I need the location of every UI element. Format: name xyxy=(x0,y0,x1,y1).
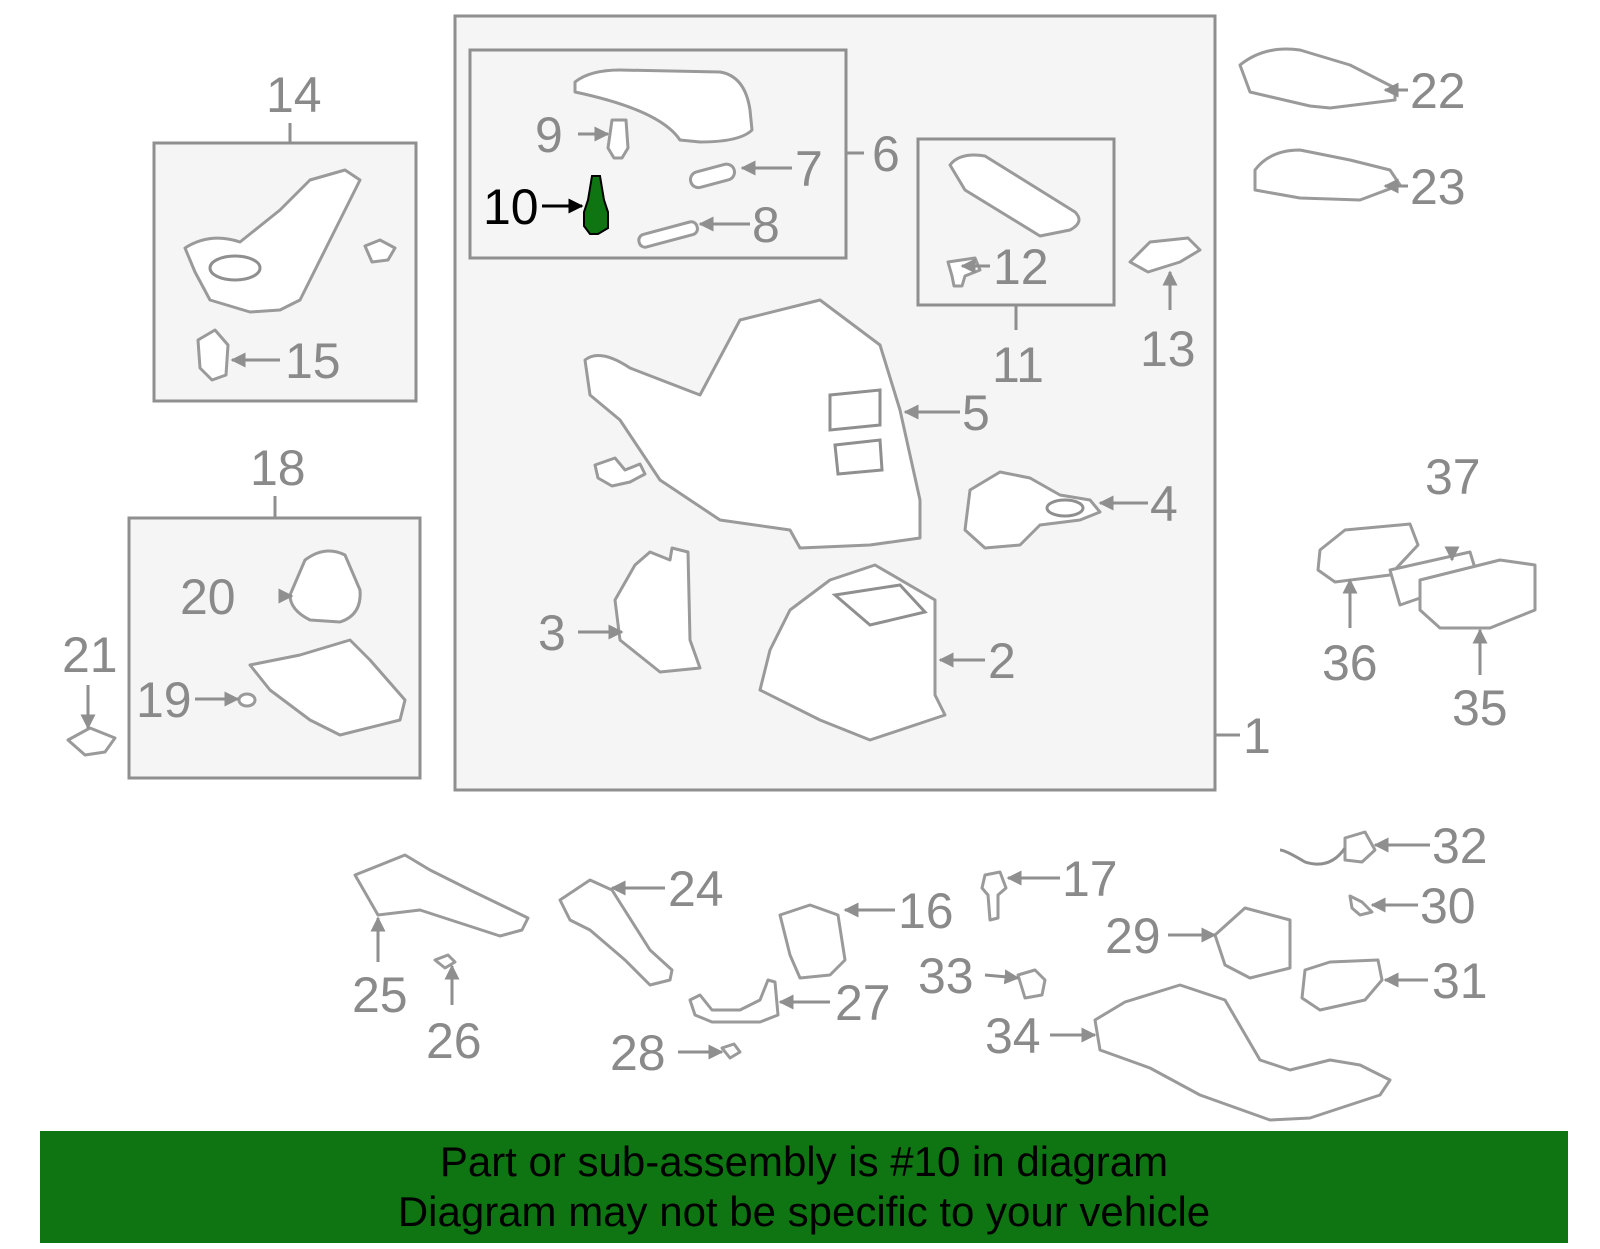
callout-28: 28 xyxy=(610,1025,666,1081)
screw-part-9 xyxy=(606,118,630,160)
callout-10-highlighted: 10 xyxy=(483,179,539,235)
switch-part-32 xyxy=(1343,830,1377,864)
bracket-part-25 xyxy=(353,853,530,938)
shift-bezel-part xyxy=(248,638,407,737)
grommet-part-19 xyxy=(237,692,257,708)
callout-7: 7 xyxy=(795,141,823,197)
box-part-2 xyxy=(758,563,947,742)
info-banner: Part or sub-assembly is #10 in diagram D… xyxy=(40,1131,1568,1243)
bracket-part-29 xyxy=(1213,906,1292,980)
cup-holder-part-4 xyxy=(963,470,1102,550)
callout-6: 6 xyxy=(872,126,900,182)
bracket-part-27 xyxy=(688,978,780,1024)
callout-16: 16 xyxy=(898,883,954,939)
banner-line-1: Part or sub-assembly is #10 in diagram xyxy=(439,1138,1169,1185)
clip-part-33 xyxy=(1016,968,1047,1000)
callout-11: 11 xyxy=(992,337,1044,393)
callout-30: 30 xyxy=(1420,878,1476,934)
bracket-part-24 xyxy=(558,878,674,987)
callout-1: 1 xyxy=(1243,708,1271,764)
bolt-part xyxy=(593,456,647,488)
callout-31: 31 xyxy=(1432,953,1488,1009)
callout-9: 9 xyxy=(535,107,563,163)
vent-part-31 xyxy=(1300,958,1384,1012)
callout-27: 27 xyxy=(835,975,891,1031)
callout-17: 17 xyxy=(1062,851,1118,907)
callout-21: 21 xyxy=(62,627,118,683)
shift-boot-part-20 xyxy=(288,549,362,624)
callout-3: 3 xyxy=(538,605,566,661)
callout-13: 13 xyxy=(1140,321,1196,377)
callout-32: 32 xyxy=(1432,818,1488,874)
group-box-18 xyxy=(127,516,422,780)
clip-part-28 xyxy=(720,1042,742,1060)
console-body-part-5 xyxy=(583,298,922,550)
pin-part-8 xyxy=(637,220,699,249)
cup-holder-arm-part-14 xyxy=(183,168,362,314)
clip-part-15 xyxy=(196,328,230,382)
callout-20: 20 xyxy=(180,569,236,625)
callout-14: 14 xyxy=(266,67,322,123)
clip-part-14b xyxy=(363,238,397,264)
callout-8: 8 xyxy=(752,197,780,253)
callout-29: 29 xyxy=(1105,908,1161,964)
bracket-part-16 xyxy=(778,903,847,980)
callout-2: 2 xyxy=(988,633,1016,689)
callout-33: 33 xyxy=(918,948,974,1004)
pin-part-7 xyxy=(688,162,736,190)
callout-18: 18 xyxy=(250,440,306,496)
callout-24: 24 xyxy=(668,861,724,917)
callout-19: 19 xyxy=(136,672,192,728)
tray-part-23 xyxy=(1253,148,1402,202)
callout-25: 25 xyxy=(352,967,408,1023)
cover-part-22 xyxy=(1238,47,1397,110)
callout-22: 22 xyxy=(1410,63,1466,119)
box-part-35 xyxy=(1418,558,1537,630)
callout-26: 26 xyxy=(426,1013,482,1069)
callout-36: 36 xyxy=(1322,635,1378,691)
callout-5: 5 xyxy=(962,385,990,441)
bracket-part-34 xyxy=(1093,983,1392,1122)
bolt-part-17 xyxy=(980,870,1008,922)
highlighted-part-10 xyxy=(583,175,609,235)
callout-35: 35 xyxy=(1452,680,1508,736)
callout-15: 15 xyxy=(285,333,341,389)
armrest-lid-part xyxy=(573,68,754,144)
tray-part-11 xyxy=(948,153,1081,238)
bezel-part-36 xyxy=(1316,522,1420,584)
callout-4: 4 xyxy=(1150,476,1178,532)
banner-line-2: Diagram may not be specific to your vehi… xyxy=(397,1188,1211,1235)
clip-part-30 xyxy=(1348,894,1374,917)
pad-part-21 xyxy=(66,726,117,757)
bracket-part-13 xyxy=(1128,236,1202,274)
callout-23: 23 xyxy=(1410,159,1466,215)
callout-34: 34 xyxy=(985,1008,1041,1064)
callout-12: 12 xyxy=(993,239,1049,295)
callout-37: 37 xyxy=(1425,449,1481,505)
